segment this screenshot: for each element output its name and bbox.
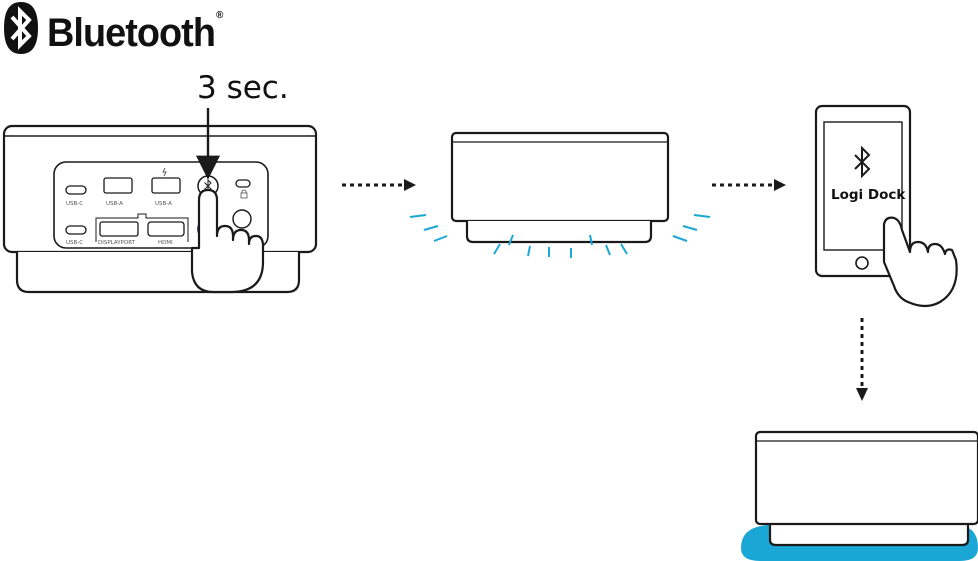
dock-body [450, 131, 670, 223]
usb-c-port [65, 225, 87, 235]
flow-arrow-1-head [404, 179, 416, 191]
bluetooth-rune-badge-icon [4, 2, 38, 54]
flow-arrow-3-head [856, 388, 868, 401]
step4-dock-paired [741, 430, 978, 561]
lock-icon [240, 192, 248, 199]
displayport-port [99, 221, 139, 237]
flow-arrow-2-head [774, 179, 786, 191]
step3-phone: Logi Dock [814, 104, 958, 308]
bluetooth-logo: Bluetooth ® [4, 2, 224, 55]
dock-base [768, 523, 970, 547]
hdmi-label: HDMI [158, 240, 173, 246]
usb-c-bottom-label: USB-C [66, 240, 83, 246]
hand-pointer-icon [190, 188, 265, 294]
hold-duration-label: 3 sec. [197, 70, 289, 106]
bluetooth-symbol-icon [854, 145, 871, 179]
charging-icon [162, 167, 167, 177]
bluetooth-wordmark: Bluetooth [47, 11, 215, 55]
usb-a-port [151, 177, 181, 194]
dock-body [754, 430, 978, 526]
displayport-label: DISPLAYPORT [98, 240, 136, 246]
kensington-slot [235, 179, 251, 188]
bluetooth-symbol-icon [204, 178, 212, 194]
usb-c-port [65, 185, 87, 195]
usb-a-1-label: USB-A [106, 201, 123, 207]
audio-jack [232, 209, 252, 229]
usb-c-top-label: USB-C [66, 201, 83, 207]
blinking-light-icon [409, 214, 711, 258]
step1-dock-rear: 3 sec. USB-C USB-A USB-A USB-C DISPLAYPO… [2, 70, 318, 294]
usb-a-port [103, 177, 133, 194]
phone-home-button [855, 256, 869, 270]
dock-base [465, 221, 653, 244]
registered-mark: ® [216, 10, 224, 21]
hdmi-port [147, 221, 185, 237]
phone-device-label: Logi Dock [831, 187, 906, 203]
hand-pointer-icon [882, 216, 958, 308]
usb-a-2-label: USB-A [155, 201, 172, 207]
step2-dock-pairing [409, 131, 711, 258]
